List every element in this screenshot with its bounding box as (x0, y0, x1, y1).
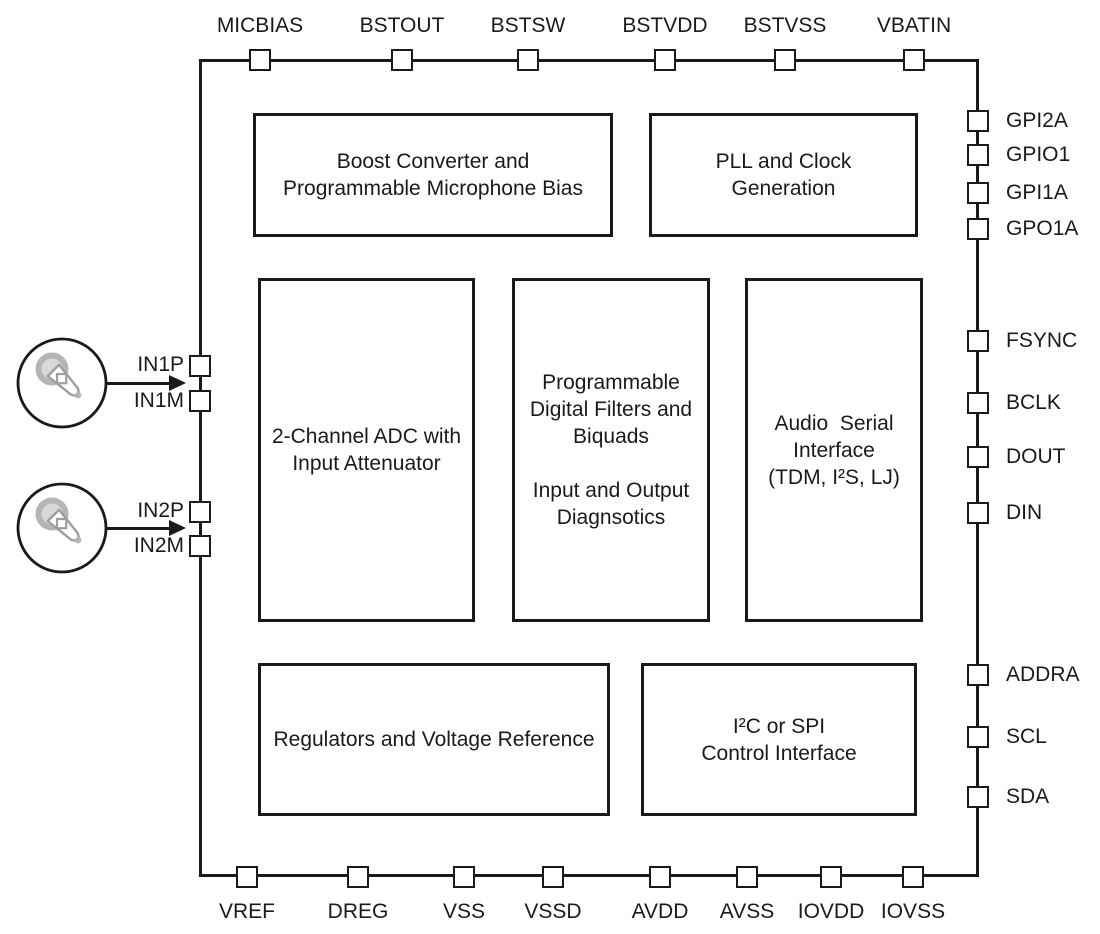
block-text-line: Digital Filters and (529, 398, 693, 421)
microphone-icon (16, 337, 108, 429)
pin-bstsw (517, 49, 539, 71)
pin-label-din: DIN (1006, 501, 1043, 524)
pin-label-dreg: DREG (327, 900, 389, 923)
block-text-line: Input Attenuator (292, 452, 441, 475)
pin-bstvdd (654, 49, 676, 71)
pin-gpio1 (967, 144, 989, 166)
pin-in1p (189, 355, 211, 377)
pin-label-in2p: IN2P (137, 499, 184, 522)
block-text-line: PLL and Clock (715, 150, 852, 173)
block-text-line: (TDM, I²S, LJ) (768, 465, 900, 489)
block-text-line: Programmable Microphone Bias (283, 177, 583, 200)
input1-wire (106, 382, 170, 385)
pin-vbatin (903, 49, 925, 71)
pin-label-in2m: IN2M (133, 534, 184, 557)
block-text-line: Audio Serial (774, 411, 894, 435)
pin-avss (736, 866, 758, 888)
pin-label-gpi2a: GPI2A (1006, 109, 1068, 132)
pin-label-bclk: BCLK (1006, 391, 1061, 414)
pin-bclk (967, 392, 989, 414)
block-audio-serial-interface: Audio Serial Interface (TDM, I²S, LJ) (745, 278, 923, 622)
pin-label-avss: AVSS (719, 900, 775, 923)
block-text-line: I²C or SPI (732, 714, 826, 738)
pin-in2p (189, 501, 211, 523)
pin-label-sda: SDA (1006, 785, 1050, 808)
pin-gpo1a (967, 218, 989, 240)
pin-label-vbatin: VBATIN (876, 14, 952, 37)
block-text-line: Interface (793, 438, 875, 462)
pin-vssd (542, 866, 564, 888)
pin-label-bstout: BSTOUT (359, 14, 445, 37)
pin-label-iovdd: IOVDD (797, 900, 865, 923)
pin-iovss (902, 866, 924, 888)
block-adc: 2-Channel ADC with Input Attenuator (258, 278, 475, 622)
pin-addra (967, 664, 989, 686)
block-text-line: 2-Channel ADC with (271, 425, 462, 448)
pin-label-vssd: VSSD (524, 900, 582, 923)
block-digital-filters: Programmable Digital Filters and Biquads… (512, 278, 710, 622)
block-control-interface: I²C or SPI Control Interface (641, 663, 917, 816)
pin-label-gpo1a: GPO1A (1006, 217, 1079, 240)
block-boost-converter: Boost Converter and Programmable Microph… (253, 113, 613, 237)
pin-label-in1p: IN1P (137, 353, 184, 376)
block-regulators: Regulators and Voltage Reference (258, 663, 610, 816)
input2-wire (106, 527, 170, 530)
block-text-line: Input and Output (532, 479, 690, 502)
pin-label-vref: VREF (218, 900, 275, 923)
block-text-line: Regulators and Voltage Reference (273, 728, 595, 751)
block-text-line: Generation (731, 177, 836, 200)
microphone-icon (16, 482, 108, 574)
input2-arrowhead (169, 520, 186, 536)
pin-in1m (189, 390, 211, 412)
pin-label-addra: ADDRA (1006, 663, 1080, 686)
pin-dout (967, 446, 989, 468)
pin-label-bstsw: BSTSW (490, 14, 566, 37)
pin-label-vss: VSS (442, 900, 486, 923)
block-pll-clock: PLL and Clock Generation (649, 113, 918, 237)
block-text-line: Programmable (542, 371, 680, 394)
block-text-line: Biquads (573, 425, 649, 448)
pin-bstout (391, 49, 413, 71)
pin-gpi1a (967, 182, 989, 204)
pin-din (967, 502, 989, 524)
pin-sda (967, 786, 989, 808)
block-text-line: Boost Converter and (336, 150, 530, 173)
block-text-line: Diagnsotics (556, 506, 666, 529)
pin-bstvss (774, 49, 796, 71)
pin-dreg (347, 866, 369, 888)
pin-vss (453, 866, 475, 888)
pin-label-avdd: AVDD (631, 900, 689, 923)
pin-label-dout: DOUT (1006, 445, 1066, 468)
pin-iovdd (820, 866, 842, 888)
pin-label-scl: SCL (1006, 725, 1047, 748)
pin-label-bstvss: BSTVSS (743, 14, 827, 37)
pin-gpi2a (967, 110, 989, 132)
pin-scl (967, 726, 989, 748)
pin-in2m (189, 535, 211, 557)
input1-arrowhead (169, 375, 186, 391)
pin-vref (236, 866, 258, 888)
pin-label-in1m: IN1M (133, 389, 184, 412)
pin-label-bstvdd: BSTVDD (622, 14, 708, 37)
pin-label-gpi1a: GPI1A (1006, 181, 1068, 204)
pin-micbias (249, 49, 271, 71)
pin-avdd (649, 866, 671, 888)
pin-label-iovss: IOVSS (880, 900, 946, 923)
pin-label-micbias: MICBIAS (216, 14, 304, 37)
pin-label-fsync: FSYNC (1006, 329, 1078, 352)
block-text-line: Control Interface (701, 741, 857, 765)
pin-fsync (967, 330, 989, 352)
pin-label-gpio1: GPIO1 (1006, 143, 1071, 166)
